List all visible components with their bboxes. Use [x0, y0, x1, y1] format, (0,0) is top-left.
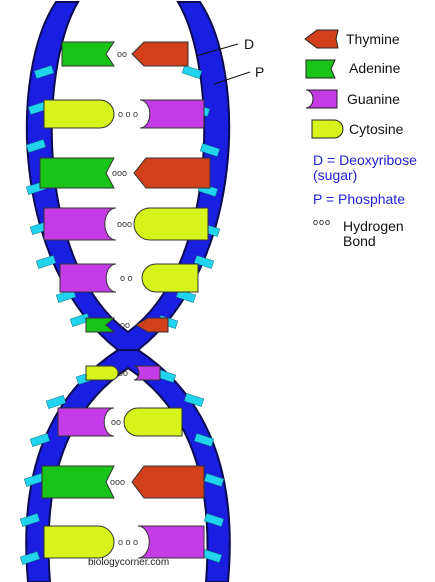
adenine-base-left — [39, 157, 115, 189]
thymine-base-right — [131, 465, 205, 499]
hydrogen-bond-dots: o o — [120, 273, 133, 283]
hydrogen-bond-dots: ooo — [117, 219, 132, 229]
base-pair: oo — [57, 407, 183, 437]
cytosine-base-left — [43, 99, 115, 129]
legend-cytosine-label: Cytosine — [349, 121, 404, 137]
hydrogen-bond-dots: oo — [117, 49, 127, 59]
phosphate-marker — [45, 395, 67, 409]
phosphate-marker — [193, 255, 215, 269]
thymine-base-right — [133, 157, 211, 189]
guanine-base-left — [43, 207, 117, 241]
phosphate-marker — [203, 473, 225, 487]
hydrogen-bond-dots: oo — [111, 417, 121, 427]
hydrogen-bond-key-text: Hydrogen Bond — [343, 218, 404, 249]
legend-guanine-label: Guanine — [347, 91, 400, 107]
base-pair: oo — [85, 317, 169, 333]
phosphate-key-text: P = Phosphate — [313, 191, 405, 207]
base-pair: oo — [61, 41, 189, 67]
hydrogen-bond-dots: oo — [120, 320, 130, 330]
deoxyribose-pointer-line — [195, 43, 239, 57]
legend-thymine-icon — [304, 29, 339, 49]
guanine-base-right — [139, 99, 205, 129]
cytosine-base-right — [123, 407, 183, 437]
phosphate-marker — [35, 255, 57, 269]
guanine-base-right — [133, 365, 161, 381]
phosphate-marker — [203, 513, 225, 527]
base-pair: oo — [85, 365, 161, 381]
phosphate-marker — [25, 139, 47, 153]
adenine-base-left — [85, 317, 116, 333]
deoxyribose-key-text: D = Deoxyribose (sugar) — [313, 152, 417, 183]
phosphate-marker — [33, 65, 55, 79]
guanine-base-right — [137, 525, 205, 559]
cytosine-base-left — [43, 525, 115, 559]
cytosine-base-right — [141, 263, 199, 293]
base-pair: ooo — [39, 157, 211, 189]
legend-adenine-label: Adenine — [349, 60, 401, 76]
thymine-base-right — [131, 41, 189, 67]
guanine-base-left — [59, 263, 117, 293]
base-pair: ooo — [41, 465, 205, 499]
hydrogen-bond-dots: ooo — [112, 168, 127, 178]
phosphate-marker — [183, 393, 205, 407]
base-pair: o o o — [43, 525, 205, 559]
phosphate-marker — [193, 433, 215, 447]
cytosine-base-right — [133, 207, 209, 241]
phosphate-label: P — [255, 64, 265, 80]
legend-adenine-icon — [305, 59, 336, 79]
thymine-base-right — [135, 317, 169, 333]
hydrogen-bond-dots: ooo — [110, 477, 125, 487]
hydrogen-bond-dots: o o o — [118, 109, 138, 119]
guanine-base-left — [57, 407, 115, 437]
base-pair: o o — [59, 263, 199, 293]
legend-cytosine-icon — [311, 119, 344, 139]
legend-guanine-icon — [305, 89, 338, 109]
hydrogen-bond-dots: o o o — [118, 537, 138, 547]
phosphate-marker — [19, 513, 41, 527]
adenine-base-left — [41, 465, 115, 499]
phosphate-marker — [69, 313, 91, 327]
hydrogen-bond-dots: oo — [118, 368, 128, 378]
base-pair: o o o — [43, 99, 205, 129]
credit-text: biologycorner.com — [88, 557, 170, 568]
phosphate-marker — [199, 143, 221, 157]
cytosine-base-left — [85, 365, 119, 381]
hydrogen-bond-symbol: ooo — [313, 217, 332, 227]
legend-thymine-label: Thymine — [346, 31, 400, 47]
base-pair: ooo — [43, 207, 209, 241]
phosphate-pointer-line — [213, 71, 251, 85]
phosphate-marker — [19, 551, 41, 565]
phosphate-marker — [29, 433, 51, 447]
adenine-base-left — [61, 41, 115, 67]
deoxyribose-label: D — [244, 36, 255, 52]
phosphate-marker — [181, 65, 203, 79]
